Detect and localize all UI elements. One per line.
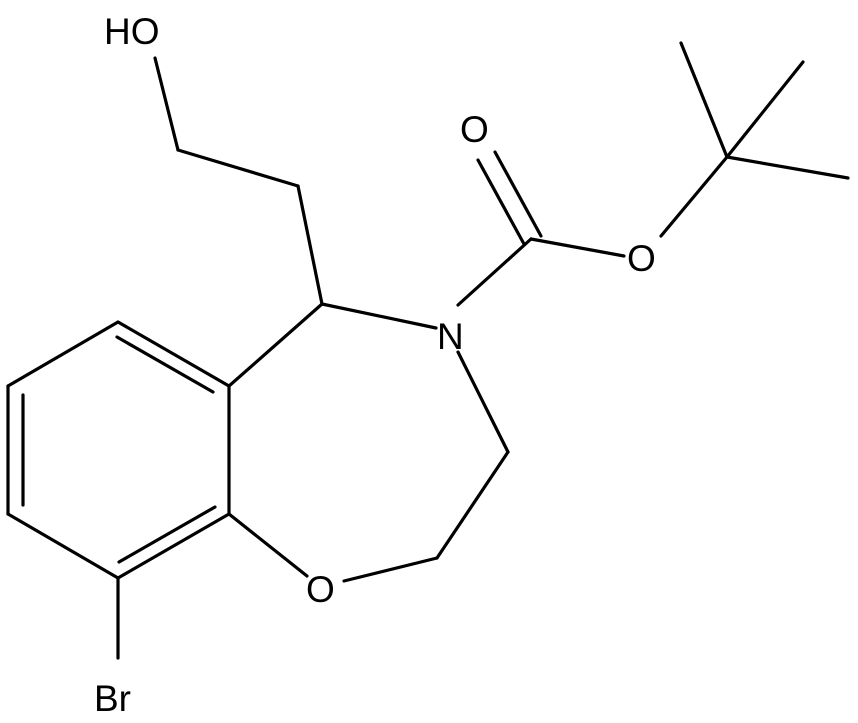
bond-c9-c9a [116, 512, 231, 580]
bond-ch2-c5 [296, 184, 324, 306]
atom-label-bromine: Br [94, 678, 131, 719]
atom-label-nitrogen: N [437, 316, 464, 357]
bond-c5-n4 [320, 302, 438, 330]
bond-cquat-me1 [679, 41, 729, 159]
bond-cquat-me3 [725, 155, 850, 180]
bond-c5a-c6 [116, 320, 231, 388]
bond-c8-c9 [6, 512, 120, 580]
bond-o1-c9a [227, 512, 309, 578]
bond-carbonyl-double-b [476, 158, 526, 246]
atom-label-ester-oxygen: O [627, 238, 656, 279]
bond-o-ch2 [153, 56, 180, 152]
bond-c2-o1 [342, 556, 439, 583]
bond-ccarbonyl-oester [529, 237, 626, 258]
bond-c5-c5a [227, 302, 324, 388]
atom-label-carbonyl-oxygen: O [460, 109, 489, 150]
bond-cquat-me2 [725, 60, 805, 159]
bonds [6, 41, 850, 660]
bond-n4-ccarbonyl [456, 237, 533, 307]
bond-c3-c2 [435, 450, 510, 560]
bond-carbonyl-double-a [493, 150, 543, 238]
bond-oester-cquat [659, 155, 729, 238]
bond-aromatic-inner [115, 335, 215, 394]
bond-ch2-ch2 [176, 148, 300, 188]
bond-n4-c3 [456, 350, 510, 454]
atom-labels: HO O O N O Br [94, 11, 656, 719]
atom-label-ring-oxygen: O [306, 569, 335, 610]
atom-label-hydroxyl: HO [104, 11, 160, 52]
bond-c6-c7 [6, 320, 120, 388]
bond-aromatic-inner [117, 505, 217, 564]
